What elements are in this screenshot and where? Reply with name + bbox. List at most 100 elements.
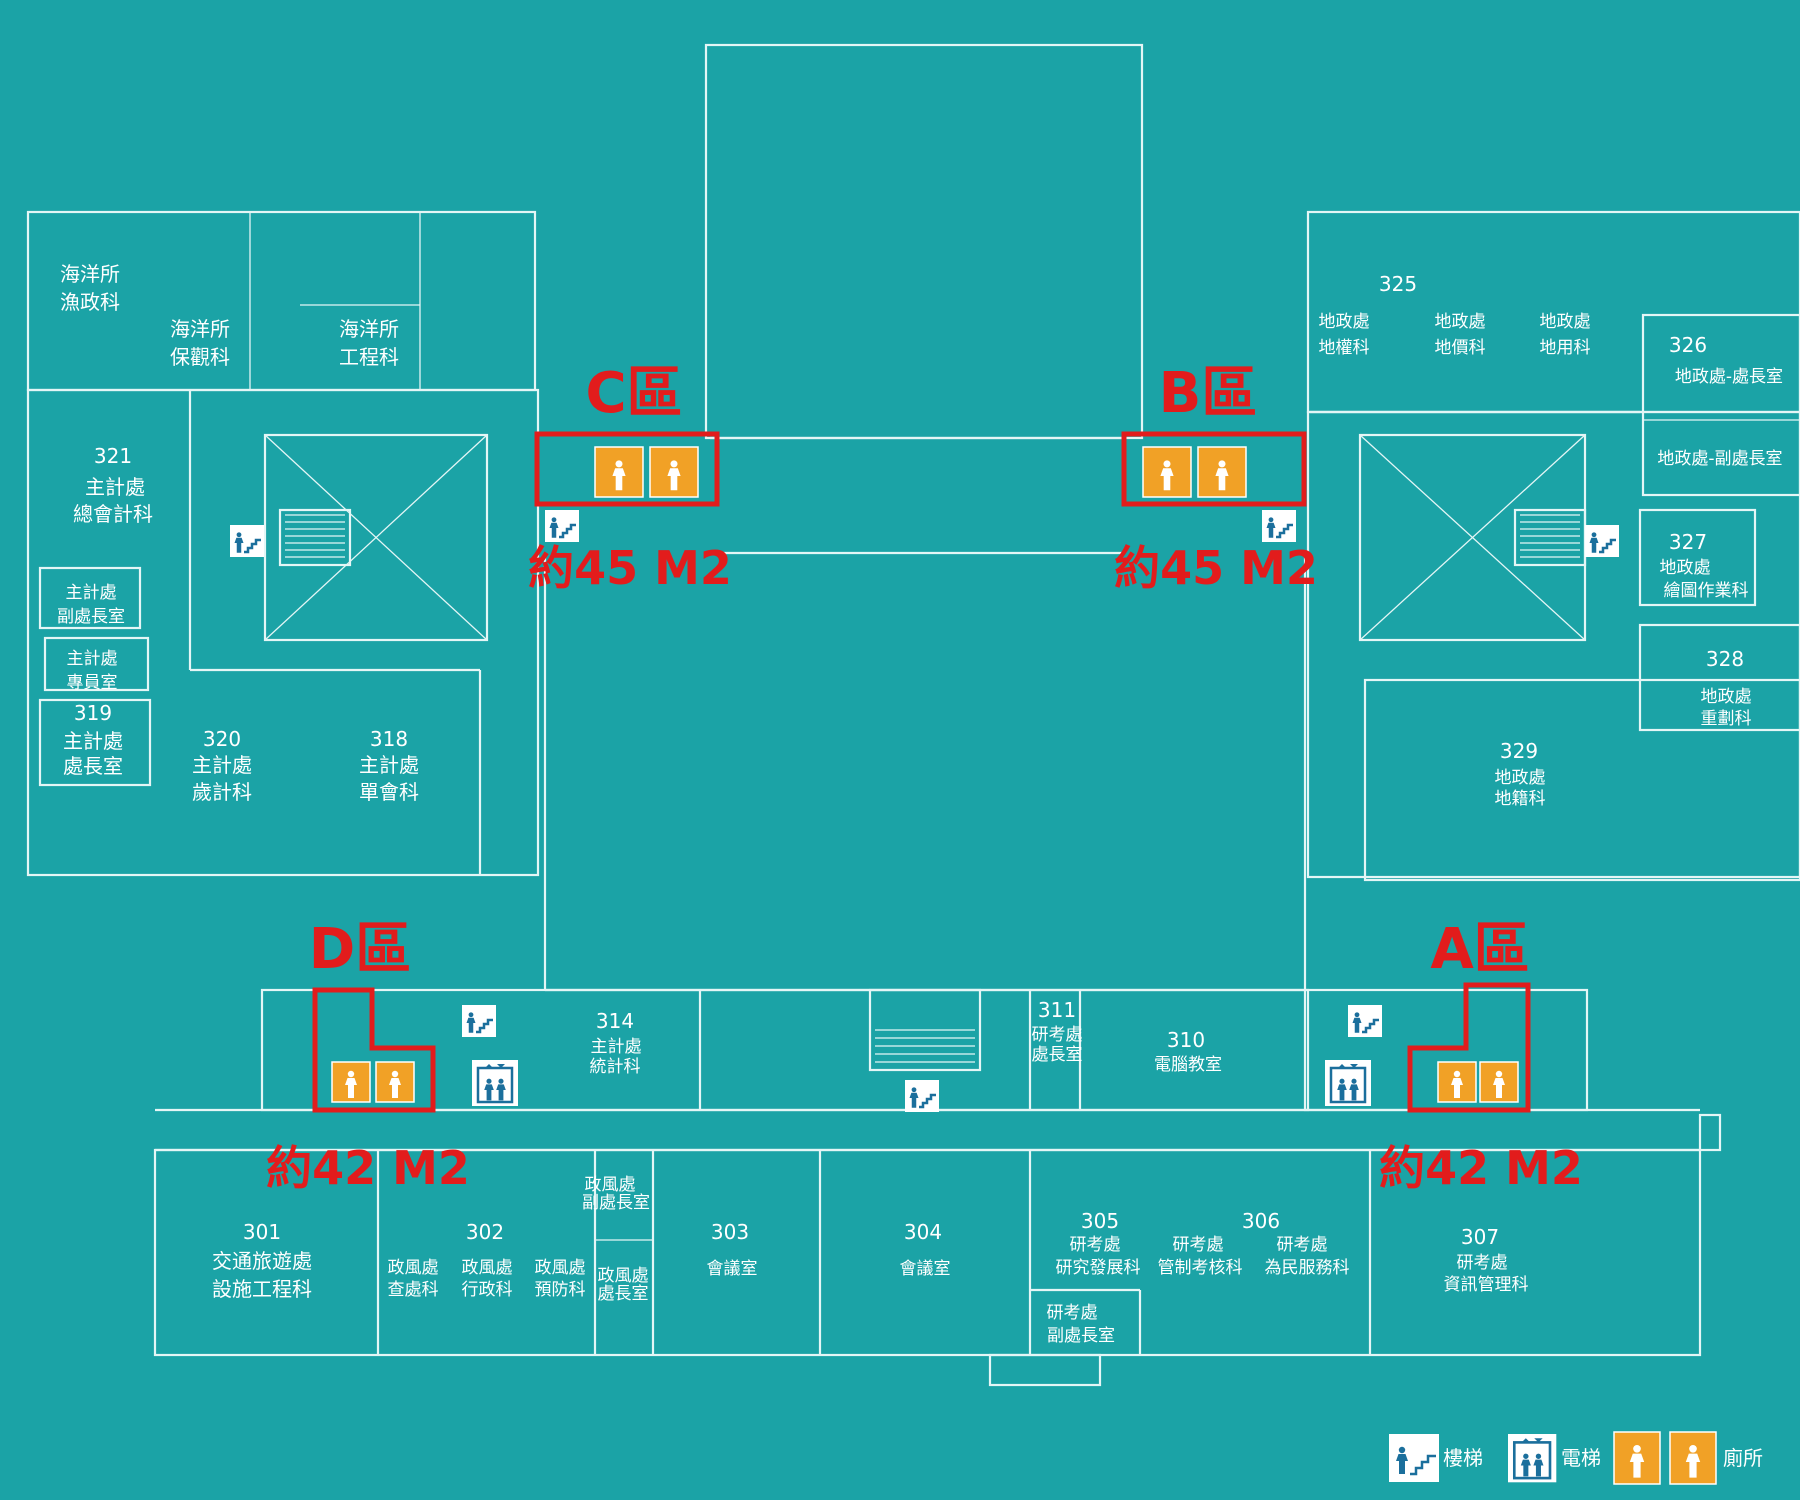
room-301-number: 301 <box>243 1220 281 1244</box>
elevator-icon <box>472 1060 518 1106</box>
room-302-prevent-line2: 預防科 <box>535 1280 586 1300</box>
room-306-service-line2: 為民服務科 <box>1265 1258 1350 1278</box>
room-314-line1: 主計處 <box>591 1037 642 1057</box>
room-328-line2: 重劃科 <box>1701 709 1752 729</box>
zone-b-label: B區 <box>1159 361 1258 426</box>
room-ocean-conservation-line1: 海洋所 <box>170 317 230 341</box>
stairs-icon <box>1389 1434 1439 1482</box>
zone-d-label: D區 <box>309 917 411 982</box>
stairs-icon <box>230 525 264 557</box>
room-307-line2: 資訊管理科 <box>1444 1275 1529 1295</box>
room-327-line1: 地政處 <box>1660 558 1711 578</box>
room-328-line1: 地政處 <box>1701 687 1752 707</box>
room-321-line1: 主計處 <box>85 475 145 499</box>
room-ocean-fishery-line2: 漁政科 <box>60 290 120 314</box>
room-305-number: 305 <box>1081 1209 1119 1233</box>
room-325-price-line2: 地價科 <box>1435 338 1486 358</box>
elevator-icon <box>1508 1434 1556 1482</box>
room-ocean-fishery-line1: 海洋所 <box>60 262 120 286</box>
room-305-dev-line2: 研究發展科 <box>1056 1258 1141 1278</box>
room-304-line1: 會議室 <box>900 1259 951 1279</box>
central-court <box>543 43 1307 992</box>
room-319-line2: 處長室 <box>63 754 123 778</box>
room-319-number: 319 <box>74 701 112 725</box>
room-303-line1: 會議室 <box>707 1259 758 1279</box>
room-302-inspect-line2: 查處科 <box>388 1280 439 1300</box>
room-321-line2: 總會計科 <box>73 502 153 526</box>
room-325-rights-line2: 地權科 <box>1319 338 1370 358</box>
room-328-number: 328 <box>1706 647 1744 671</box>
room-314-line2: 統計科 <box>590 1057 641 1077</box>
zone-c-area: 約45 M2 <box>528 541 732 595</box>
zone-d-box <box>312 987 436 1113</box>
room-311-number: 311 <box>1038 998 1076 1022</box>
restroom-icon <box>1613 1431 1717 1485</box>
room-deputy-budget-line1: 主計處 <box>66 583 117 603</box>
zone-d-area: 約42 M2 <box>266 1141 470 1195</box>
room-307-line1: 研考處 <box>1457 1253 1508 1273</box>
room-318-line1: 主計處 <box>359 753 419 777</box>
room-ethics-director-line1: 政風處 <box>598 1266 649 1286</box>
zone-a-area: 約42 M2 <box>1379 1141 1583 1195</box>
lower-wing <box>153 988 1722 1387</box>
room-ocean-engineering-line2: 工程科 <box>339 345 399 369</box>
zone-b-box <box>1121 431 1307 507</box>
room-327-number: 327 <box>1669 530 1707 554</box>
upper-left-wing <box>26 210 540 877</box>
room-311-line1: 研考處 <box>1032 1025 1083 1045</box>
room-304-number: 304 <box>904 1220 942 1244</box>
room-325-use-line1: 地政處 <box>1540 312 1591 332</box>
room-land-deputy: 地政處-副處長室 <box>1657 449 1782 469</box>
room-325-rights-line1: 地政處 <box>1319 312 1370 332</box>
zone-c-label: C區 <box>585 361 682 426</box>
room-326-line1: 地政處-處長室 <box>1675 367 1783 387</box>
stairs-icon <box>905 1080 939 1112</box>
room-306-number: 306 <box>1242 1209 1280 1233</box>
stairs-icon <box>1585 525 1619 557</box>
room-320-number: 320 <box>203 727 241 751</box>
room-budget-specialist-line2: 專員室 <box>67 673 118 693</box>
room-302-admin-line2: 行政科 <box>462 1280 513 1300</box>
room-329-line1: 地政處 <box>1495 768 1546 788</box>
stairs-icon <box>1262 510 1296 542</box>
zone-a-box <box>1407 982 1531 1113</box>
room-320-line2: 歲計科 <box>192 780 252 804</box>
room-314-number: 314 <box>596 1009 634 1033</box>
room-305-control-line1: 研考處 <box>1173 1235 1224 1255</box>
room-ocean-conservation-line2: 保觀科 <box>170 345 230 369</box>
room-rde-deputy-line2: 副處長室 <box>1047 1326 1115 1346</box>
zone-a-label: A區 <box>1430 917 1529 982</box>
room-326-number: 326 <box>1669 333 1707 357</box>
room-318-line2: 單會科 <box>359 780 419 804</box>
room-325-number: 325 <box>1379 272 1417 296</box>
legend-restroom-label: 廁所 <box>1723 1446 1763 1470</box>
room-325-price-line1: 地政處 <box>1435 312 1486 332</box>
room-rde-deputy-line1: 研考處 <box>1047 1303 1098 1323</box>
room-325-use-line2: 地用科 <box>1540 338 1591 358</box>
room-ocean-engineering-line1: 海洋所 <box>339 317 399 341</box>
room-321-number: 321 <box>94 444 132 468</box>
elevator-icon <box>1325 1060 1371 1106</box>
room-318-number: 318 <box>370 727 408 751</box>
room-310-line1: 電腦教室 <box>1154 1055 1222 1075</box>
room-302-inspect-line1: 政風處 <box>388 1258 439 1278</box>
room-ethics-deputy-line1: 政風處 <box>585 1175 636 1195</box>
room-ethics-director-line2: 處長室 <box>598 1284 649 1304</box>
room-310-number: 310 <box>1167 1028 1205 1052</box>
legend-stairs-label: 樓梯 <box>1443 1446 1483 1470</box>
room-303-number: 303 <box>711 1220 749 1244</box>
room-deputy-budget-line2: 副處長室 <box>57 607 125 627</box>
zone-c-box <box>534 431 720 507</box>
room-311-line2: 處長室 <box>1032 1045 1083 1065</box>
room-ethics-deputy-line2: 副處長室 <box>582 1193 650 1213</box>
room-307-number: 307 <box>1461 1225 1499 1249</box>
room-327-line2: 繪圖作業科 <box>1664 581 1749 601</box>
room-320-line1: 主計處 <box>192 753 252 777</box>
legend: 樓梯 電梯 廁所 <box>1389 1431 1763 1485</box>
room-319-line1: 主計處 <box>63 729 123 753</box>
room-budget-specialist-line1: 主計處 <box>67 649 118 669</box>
room-306-service-line1: 研考處 <box>1277 1235 1328 1255</box>
room-302-admin-line1: 政風處 <box>462 1258 513 1278</box>
room-302-prevent-line1: 政風處 <box>535 1258 586 1278</box>
